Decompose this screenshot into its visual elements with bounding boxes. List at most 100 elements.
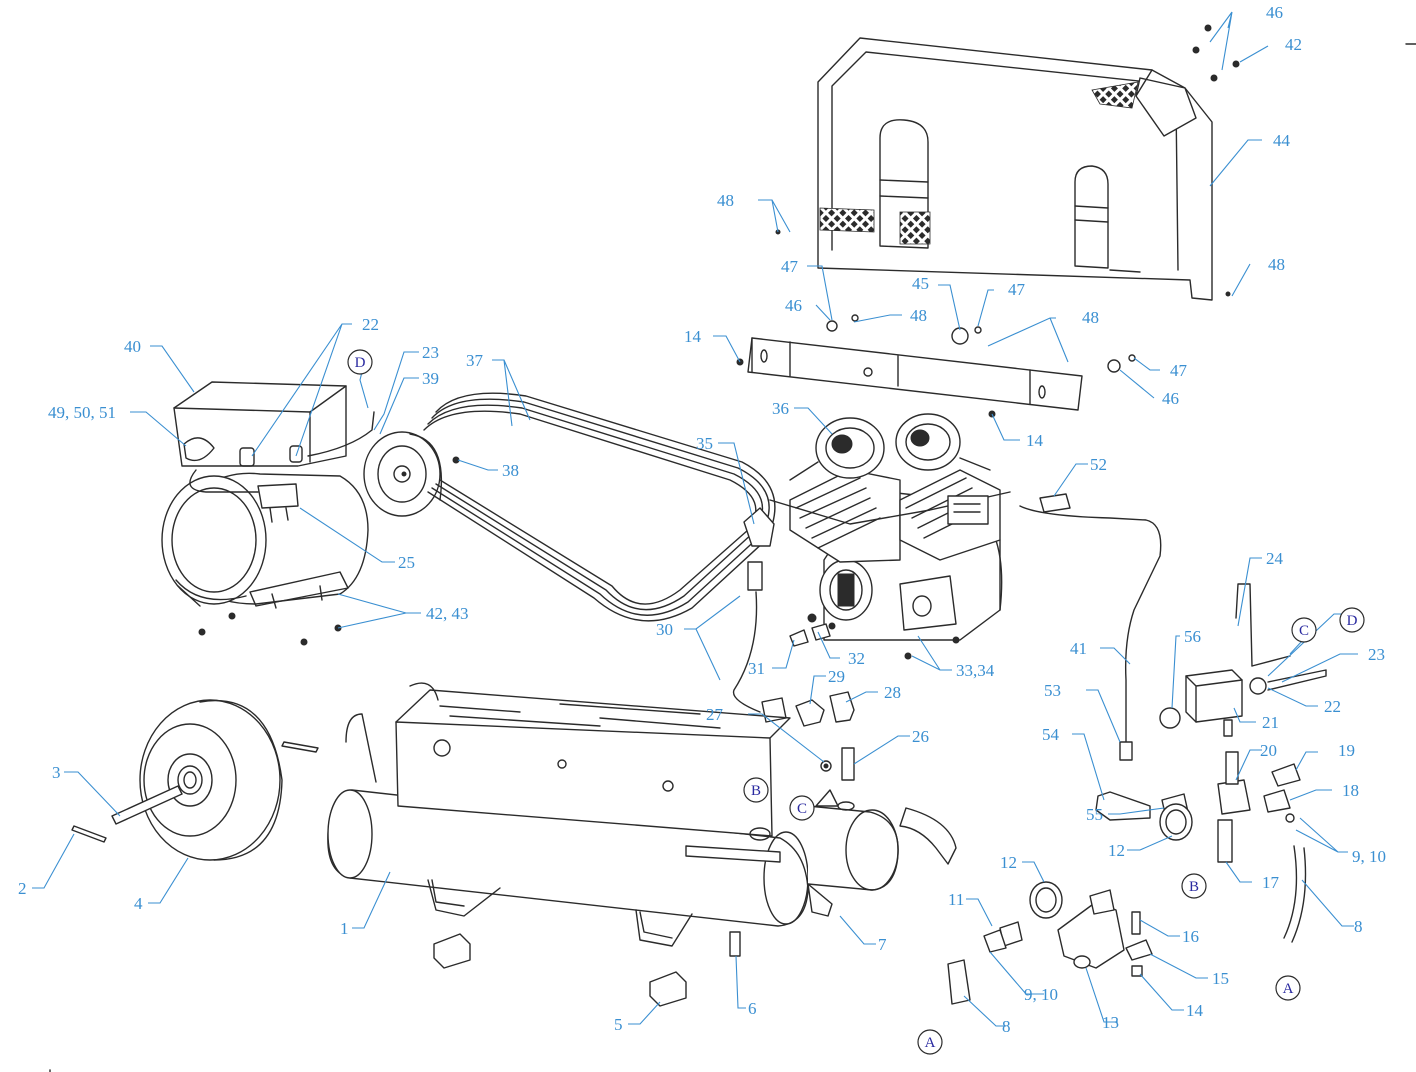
callout-label: 47 — [1008, 280, 1026, 299]
reference-circle — [1291, 617, 1317, 643]
reference-letter: B — [1189, 879, 1199, 895]
callout-label: 15 — [1212, 969, 1229, 988]
mounting-bracket — [747, 337, 1083, 411]
belt-guard — [817, 37, 1213, 301]
axle-and-pins — [71, 741, 319, 843]
callout-label: 46 — [785, 296, 802, 315]
reference-letter: D — [355, 355, 366, 371]
callout-label: 1 — [340, 919, 349, 938]
callout-label: 56 — [1184, 627, 1201, 646]
callout-label: 44 — [1273, 131, 1291, 150]
reference-marker: B — [743, 777, 769, 803]
callout-label: 4 — [134, 894, 143, 913]
callout-label: 29 — [828, 667, 845, 686]
reference-circle — [789, 795, 815, 821]
callout-label: 19 — [1338, 741, 1355, 760]
callout-label: 27 — [706, 705, 724, 724]
callout-label: 49, 50, 51 — [48, 403, 116, 422]
reference-letter: A — [925, 1035, 936, 1051]
switch-cover-ring — [1159, 707, 1181, 729]
callout-label: 24 — [1266, 549, 1284, 568]
callout-label: 20 — [1260, 741, 1277, 760]
regulator-assembly — [947, 881, 1153, 1005]
callout-label: 38 — [502, 461, 519, 480]
rubber-feet — [433, 933, 687, 1007]
callout-label: 48 — [1082, 308, 1099, 327]
callout-label: 9, 10 — [1024, 985, 1058, 1004]
motor-junction-box — [173, 381, 375, 523]
reference-letter: C — [797, 801, 807, 817]
callout-label: 14 — [1026, 431, 1044, 450]
callout-label: 9, 10 — [1352, 847, 1386, 866]
callout-label: 41 — [1070, 639, 1087, 658]
callout-label: 11 — [948, 890, 964, 909]
reference-circle — [1275, 975, 1301, 1001]
drain-valve — [729, 931, 741, 957]
compressor-pump — [769, 413, 1011, 660]
callout-label: 39 — [422, 369, 439, 388]
reference-letter: C — [1299, 623, 1309, 639]
pressure-switch — [1185, 583, 1327, 737]
check-valve-fittings — [795, 691, 855, 781]
discharge-tube — [732, 507, 787, 723]
reference-marker: D — [1339, 607, 1365, 633]
callout-label: 48 — [1268, 255, 1285, 274]
callout-label: 42 — [1285, 35, 1302, 54]
callout-label: 37 — [466, 351, 484, 370]
callout-label: 6 — [748, 999, 757, 1018]
callout-label: 42, 43 — [426, 604, 469, 623]
callout-label: 23 — [422, 343, 439, 362]
callout-label: 55 — [1086, 805, 1103, 824]
callout-label: 14 — [684, 327, 702, 346]
reference-marker: A — [917, 1029, 943, 1055]
callout-label: 22 — [1324, 697, 1341, 716]
wheel — [139, 699, 283, 861]
callout-label: 8 — [1354, 917, 1363, 936]
callout-label: 47 — [1170, 361, 1188, 380]
reference-marker: D — [347, 349, 373, 375]
pump-fittings — [789, 623, 831, 647]
callout-leaders — [32, 11, 1358, 1027]
reference-circle — [347, 349, 373, 375]
callout-label: 13 — [1102, 1013, 1119, 1032]
reference-letter: A — [1283, 981, 1294, 997]
callout-label: 36 — [772, 399, 789, 418]
reference-marker: B — [1181, 873, 1207, 899]
reference-markers: D C D B C B A A — [347, 349, 1365, 1055]
motor-pulley — [363, 431, 443, 517]
callout-label: 48 — [717, 191, 734, 210]
callout-label: 2 — [18, 879, 27, 898]
reference-marker: A — [1275, 975, 1301, 1001]
callout-label: 14 — [1186, 1001, 1204, 1020]
callout-label: 46 — [1162, 389, 1179, 408]
v-belt — [423, 392, 776, 622]
reference-letter: D — [1347, 613, 1358, 629]
callout-label: 30 — [656, 620, 673, 639]
callout-label: 16 — [1182, 927, 1199, 946]
callout-label: 3 — [52, 763, 61, 782]
bracket-hardware — [736, 24, 1240, 418]
reference-circle — [917, 1029, 943, 1055]
callout-label: 22 — [362, 315, 379, 334]
callout-label: 26 — [912, 727, 929, 746]
callout-label: 52 — [1090, 455, 1107, 474]
callout-label: 17 — [1262, 873, 1280, 892]
callout-label: 45 — [912, 274, 929, 293]
callout-label: 32 — [848, 649, 865, 668]
callout-label: 8 — [1002, 1017, 1011, 1036]
callout-label: 31 — [748, 659, 765, 678]
callout-label: 12 — [1108, 841, 1125, 860]
callout-label: 40 — [124, 337, 141, 356]
callout-label: 7 — [878, 935, 887, 954]
callout-label: 28 — [884, 683, 901, 702]
reference-letter: B — [751, 783, 761, 799]
electric-motor — [161, 472, 369, 646]
callout-label: 54 — [1042, 725, 1060, 744]
callout-label: 53 — [1044, 681, 1061, 700]
callout-label: 33,34 — [956, 661, 995, 680]
air-tank — [327, 682, 957, 947]
reference-marker: C — [789, 795, 815, 821]
reference-marker: C — [1291, 617, 1317, 643]
callout-label: 5 — [614, 1015, 623, 1034]
